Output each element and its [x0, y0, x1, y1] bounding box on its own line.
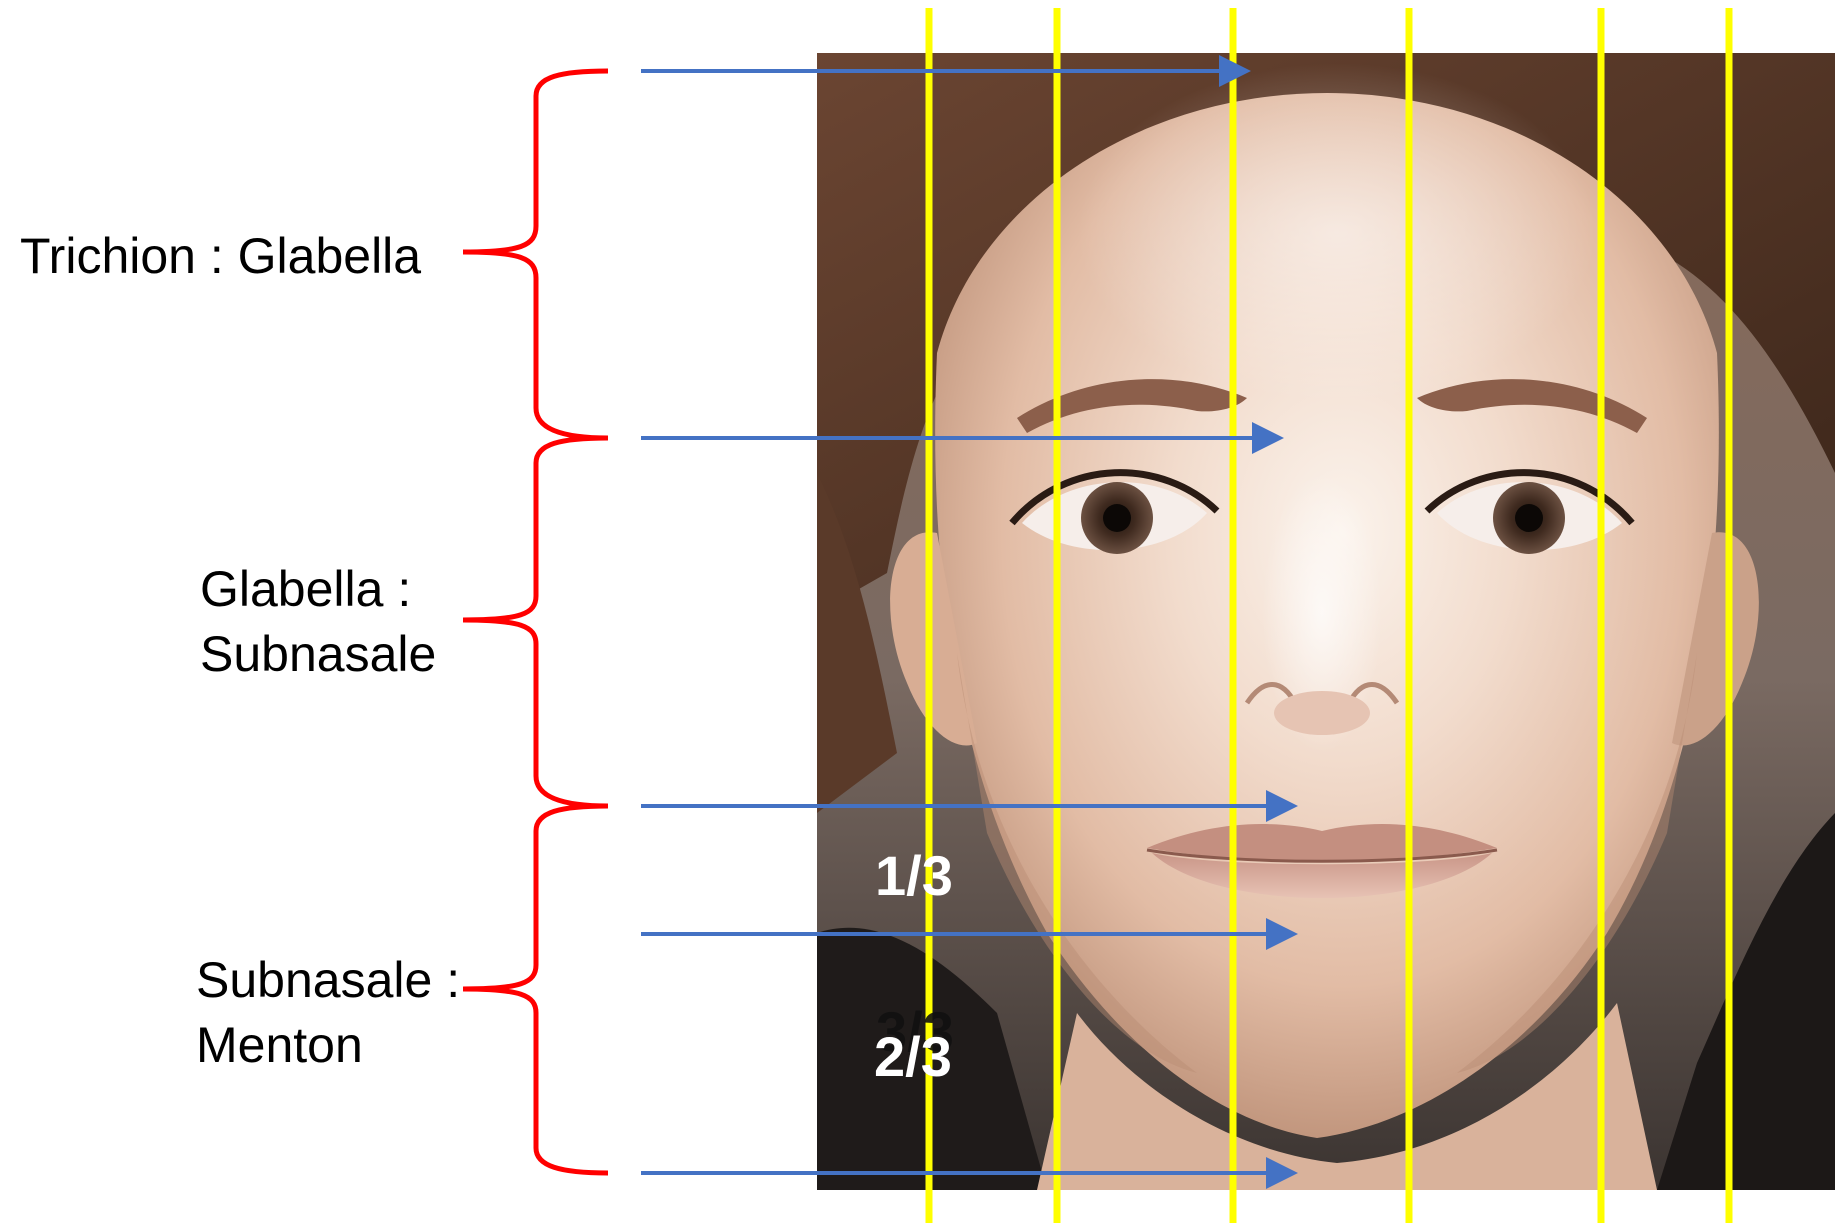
lower-brace-icon [463, 806, 608, 1173]
two-thirds-label: 2/3 [874, 1027, 952, 1087]
middle-third-label-line1: Glabella : [200, 557, 411, 621]
upper-third-label: Trichion : Glabella [20, 224, 421, 288]
lower-third-label-line1: Subnasale : [196, 948, 460, 1012]
middle-brace-icon [463, 438, 608, 806]
one-third-label: 1/3 [875, 846, 953, 906]
middle-third-label-line2: Subnasale [200, 622, 436, 686]
upper-brace-icon [463, 71, 608, 438]
lower-third-label-line2: Menton [196, 1013, 363, 1077]
